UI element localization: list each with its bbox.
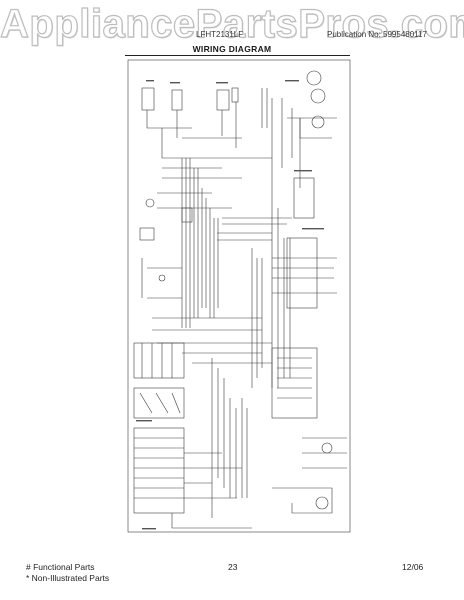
component-lamp [158,274,166,282]
component-damper-control [286,237,318,309]
watermark-logo: AppliancePartsPros.com [0,1,464,46]
component-ice-maker [271,347,318,419]
component-water-valve [321,442,333,454]
page-number: 23 [228,562,238,572]
diagram-border [127,59,351,533]
component-connector-block-2 [133,387,185,419]
legend-non-illustrated-parts: * Non-Illustrated Parts [26,573,110,583]
legend-functional-parts: # Functional Parts [26,562,95,572]
component-fan-motor-3 [311,115,325,129]
component-defrost-timer [293,177,315,219]
component-capacitor [231,87,239,103]
component-main-board [133,427,185,514]
page-title: WIRING DIAGRAM [192,44,272,54]
component-fan-motor-1 [306,70,322,86]
component-light-switch [139,227,155,241]
component-compressor [141,87,155,111]
component-switch-1 [145,198,155,208]
publication-number: Publication No: 5995480117 [327,30,427,39]
component-fan-motor-2 [310,88,326,104]
component-relay [171,89,183,111]
component-overload [216,89,230,111]
component-dispenser-motor [315,496,329,510]
title-divider [125,55,350,56]
revision-date: 12/06 [402,562,424,572]
component-heater [181,207,193,223]
component-connector-block-1 [133,342,185,379]
model-number: LFHT2131LF [196,30,244,39]
wiring-diagram [127,59,351,533]
